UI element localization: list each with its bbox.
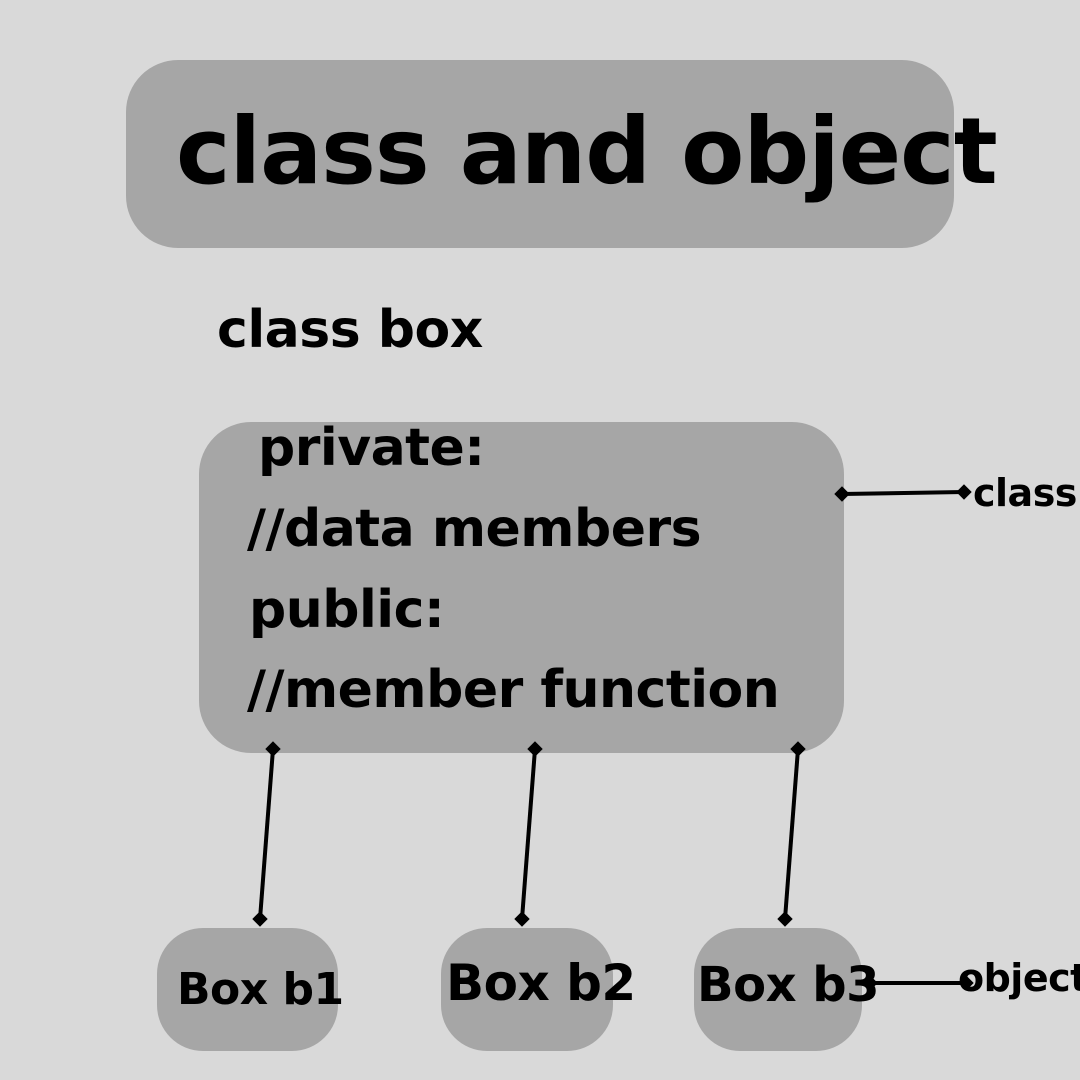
connector-b2-top-marker <box>527 741 543 757</box>
object-box-b1 <box>157 928 338 1051</box>
class-pointer-line <box>841 490 965 496</box>
connector-class-to-b3 <box>783 748 800 920</box>
connector-b3-bottom-marker <box>777 911 793 927</box>
object-box-b2 <box>441 928 613 1051</box>
connector-b3-top-marker <box>790 741 806 757</box>
connector-class-to-b2 <box>520 748 537 920</box>
class-pointer-start-marker <box>834 486 850 502</box>
object-box-b3 <box>694 928 862 1051</box>
connector-b1-bottom-marker <box>252 911 268 927</box>
connector-b1-top-marker <box>265 741 281 757</box>
class-pointer-end-marker <box>956 484 972 500</box>
diagram-title: class and object <box>176 98 998 205</box>
connector-b2-bottom-marker <box>514 911 530 927</box>
access-specifier-private: private: <box>258 418 485 478</box>
object-pointer-start-marker <box>862 975 878 991</box>
object-label-b3: Box b3 <box>697 957 880 1013</box>
class-annotation: class <box>973 471 1077 515</box>
comment-member-function: //member function <box>247 660 780 720</box>
comment-data-members: //data members <box>247 499 702 559</box>
connector-class-to-b1 <box>258 748 275 920</box>
class-box <box>199 422 844 753</box>
title-box <box>126 60 954 248</box>
object-label-b2: Box b2 <box>446 954 636 1012</box>
object-annotation: object <box>958 956 1080 1000</box>
access-specifier-public: public: <box>249 580 445 640</box>
class-heading: class box <box>217 300 483 360</box>
object-label-b1: Box b1 <box>177 964 344 1015</box>
object-pointer-end-marker <box>958 975 974 991</box>
